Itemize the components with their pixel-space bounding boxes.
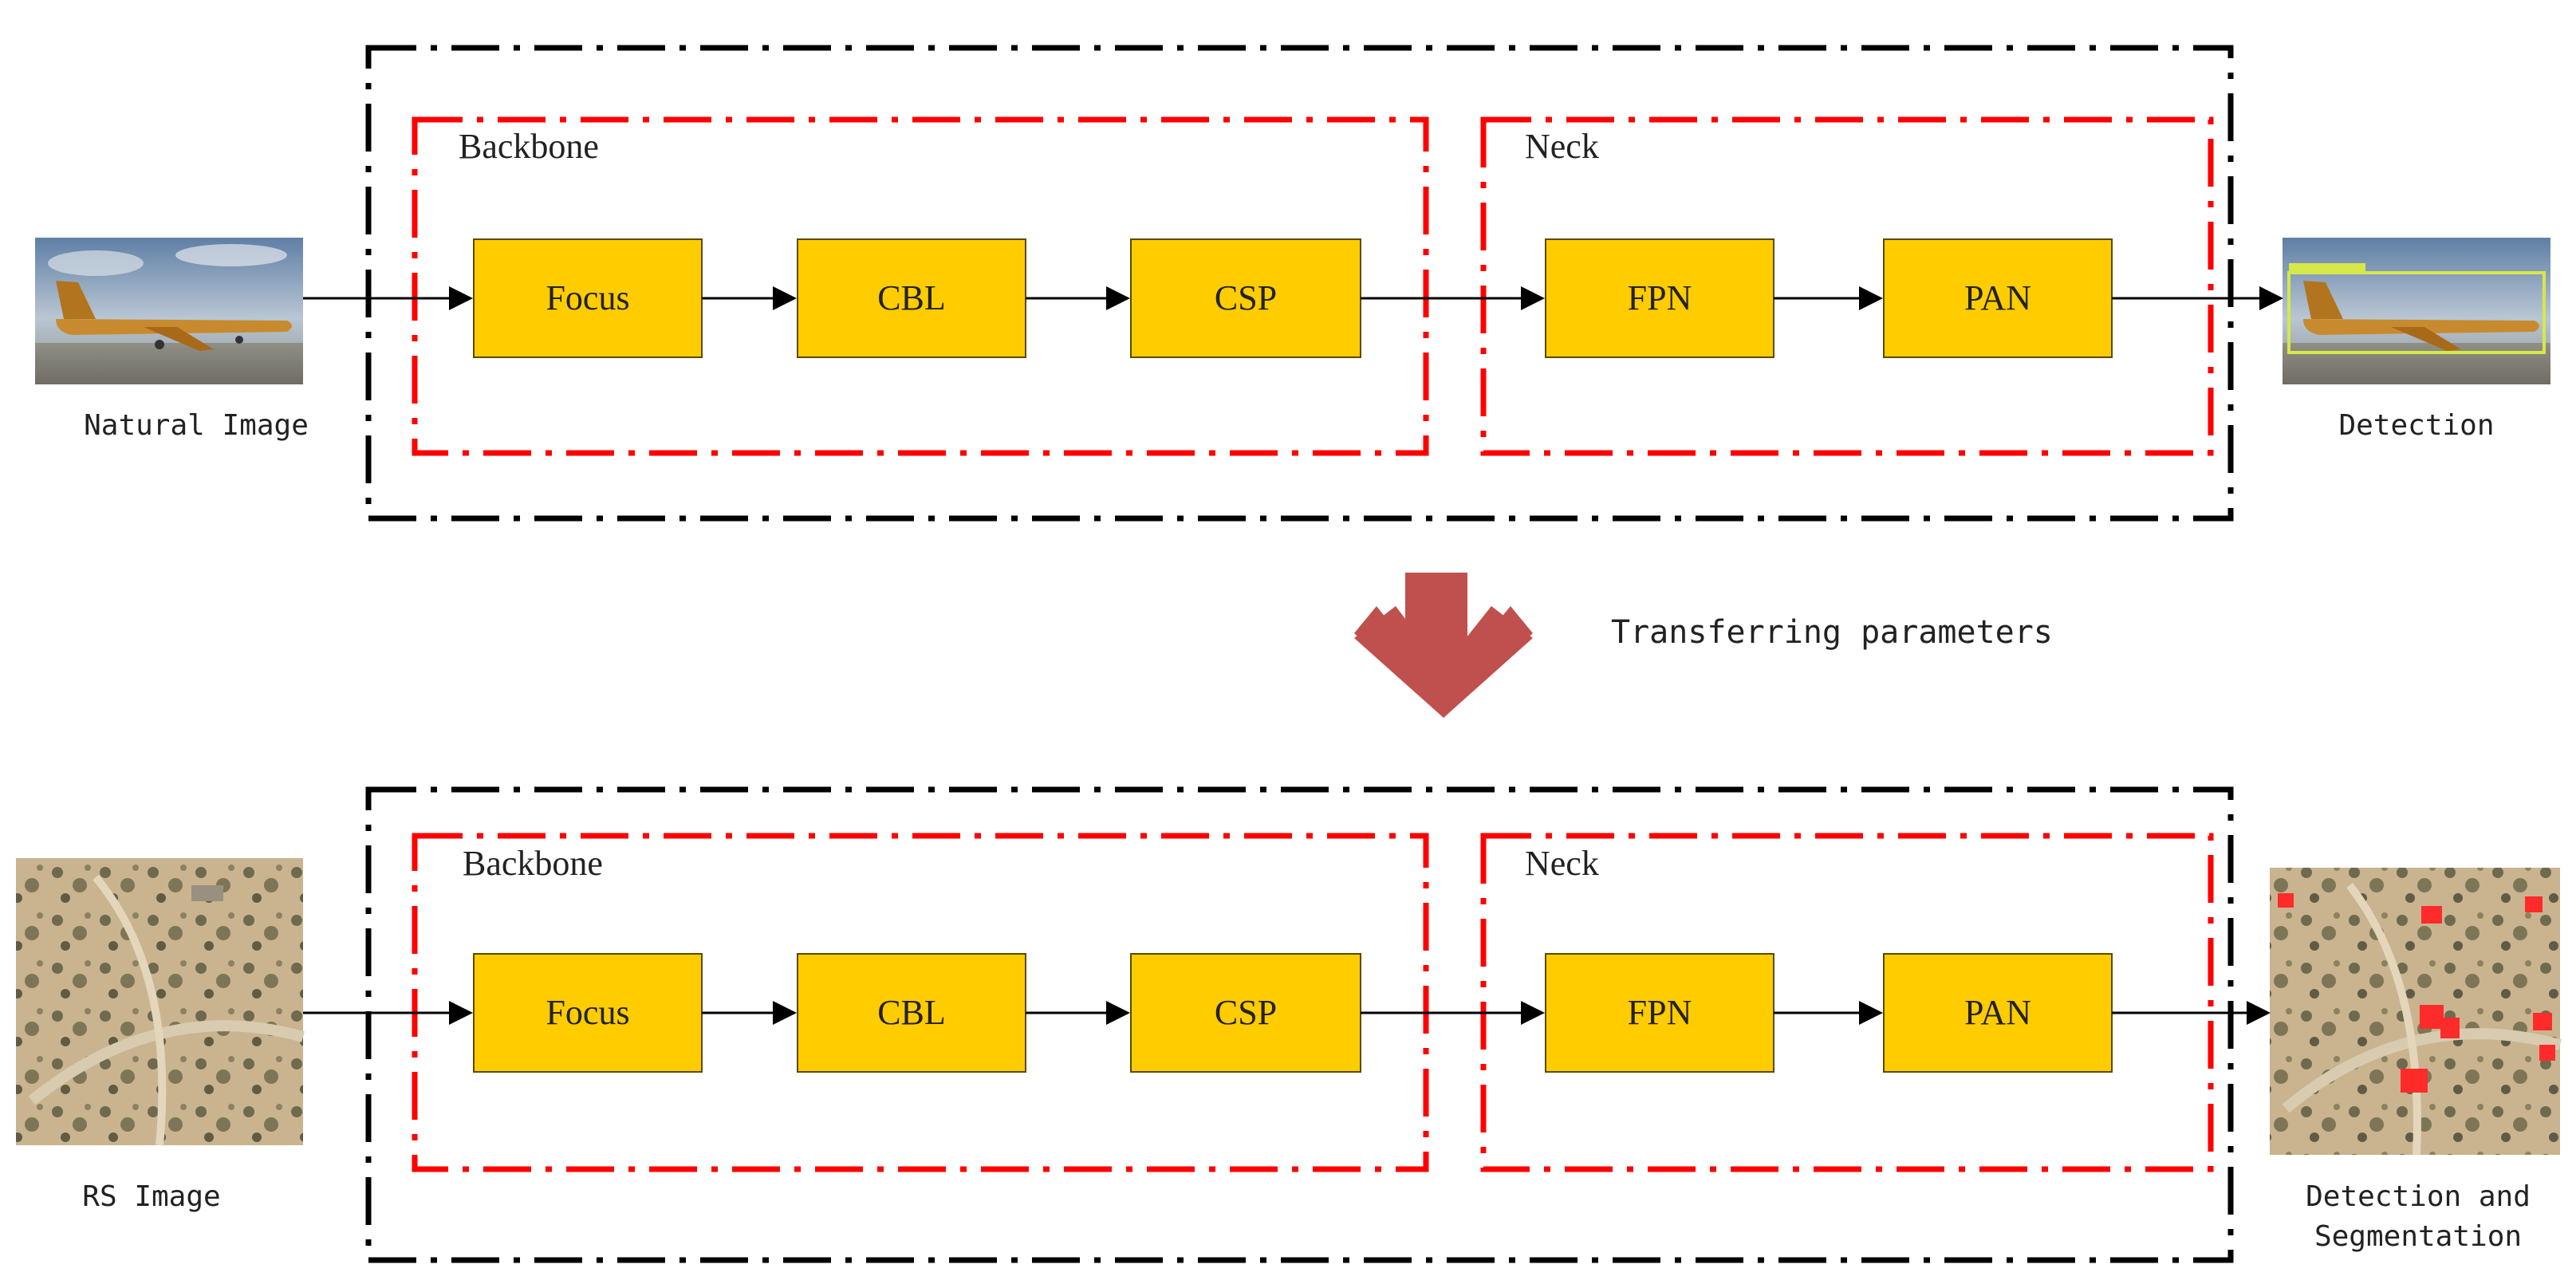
backbone-label-bottom: Backbone — [463, 844, 603, 883]
module-label: CBL — [877, 278, 946, 317]
output-image-top — [2283, 238, 2550, 384]
module-focus-bottom: Focus — [473, 953, 703, 1073]
transfer-label: Transferring parameters — [1611, 614, 2053, 651]
neck-label-top: Neck — [1525, 127, 1599, 166]
module-label: PAN — [1964, 278, 2031, 317]
neck-group-bottom — [1480, 833, 2214, 1172]
module-cbl-bottom: CBL — [797, 953, 1026, 1073]
input-label-top: Natural Image — [84, 409, 309, 442]
backbone-label-top: Backbone — [459, 127, 599, 166]
backbone-group-top — [412, 116, 1429, 456]
pipeline-top: Backbone Neck Natural Image — [35, 45, 2550, 522]
module-csp-bottom: CSP — [1130, 953, 1361, 1073]
module-cbl-top: CBL — [797, 238, 1026, 358]
segmentation-masks — [2278, 893, 2555, 1093]
input-label-bottom: RS Image — [82, 1180, 220, 1213]
airplane-icon — [56, 281, 292, 351]
module-fpn-top: FPN — [1545, 238, 1774, 358]
outer-frame-top — [365, 45, 2234, 522]
module-pan-bottom: PAN — [1883, 953, 2113, 1073]
module-pan-top: PAN — [1883, 238, 2113, 358]
output-label-bottom-line1: Detection and — [2306, 1180, 2531, 1213]
pipeline-bottom: Backbone Neck RS Image — [16, 786, 2562, 1263]
module-label: CSP — [1215, 278, 1277, 317]
transfer-arrow: Transferring parameters — [1354, 573, 2053, 718]
neck-label-bottom: Neck — [1525, 844, 1599, 883]
output-image-bottom — [2270, 868, 2562, 1156]
detection-box — [2287, 271, 2546, 354]
module-label: Focus — [546, 993, 629, 1032]
module-label: FPN — [1628, 278, 1692, 317]
airplane-icon — [2303, 281, 2539, 351]
detection-tag — [2289, 263, 2365, 274]
module-label: FPN — [1628, 993, 1692, 1032]
backbone-group-bottom — [412, 833, 1429, 1172]
neck-group-top — [1480, 116, 2214, 456]
module-label: CSP — [1215, 993, 1277, 1032]
input-image-top — [35, 238, 303, 384]
output-label-bottom-line2: Segmentation — [2314, 1220, 2522, 1253]
module-label: Focus — [546, 278, 629, 317]
outer-frame-bottom — [365, 786, 2234, 1263]
module-label: CBL — [877, 993, 946, 1032]
module-csp-top: CSP — [1130, 238, 1361, 358]
input-image-bottom — [16, 858, 305, 1146]
module-focus-top: Focus — [473, 238, 703, 358]
output-label-top: Detection — [2338, 409, 2494, 442]
module-fpn-bottom: FPN — [1545, 953, 1774, 1073]
module-label: PAN — [1964, 993, 2031, 1032]
